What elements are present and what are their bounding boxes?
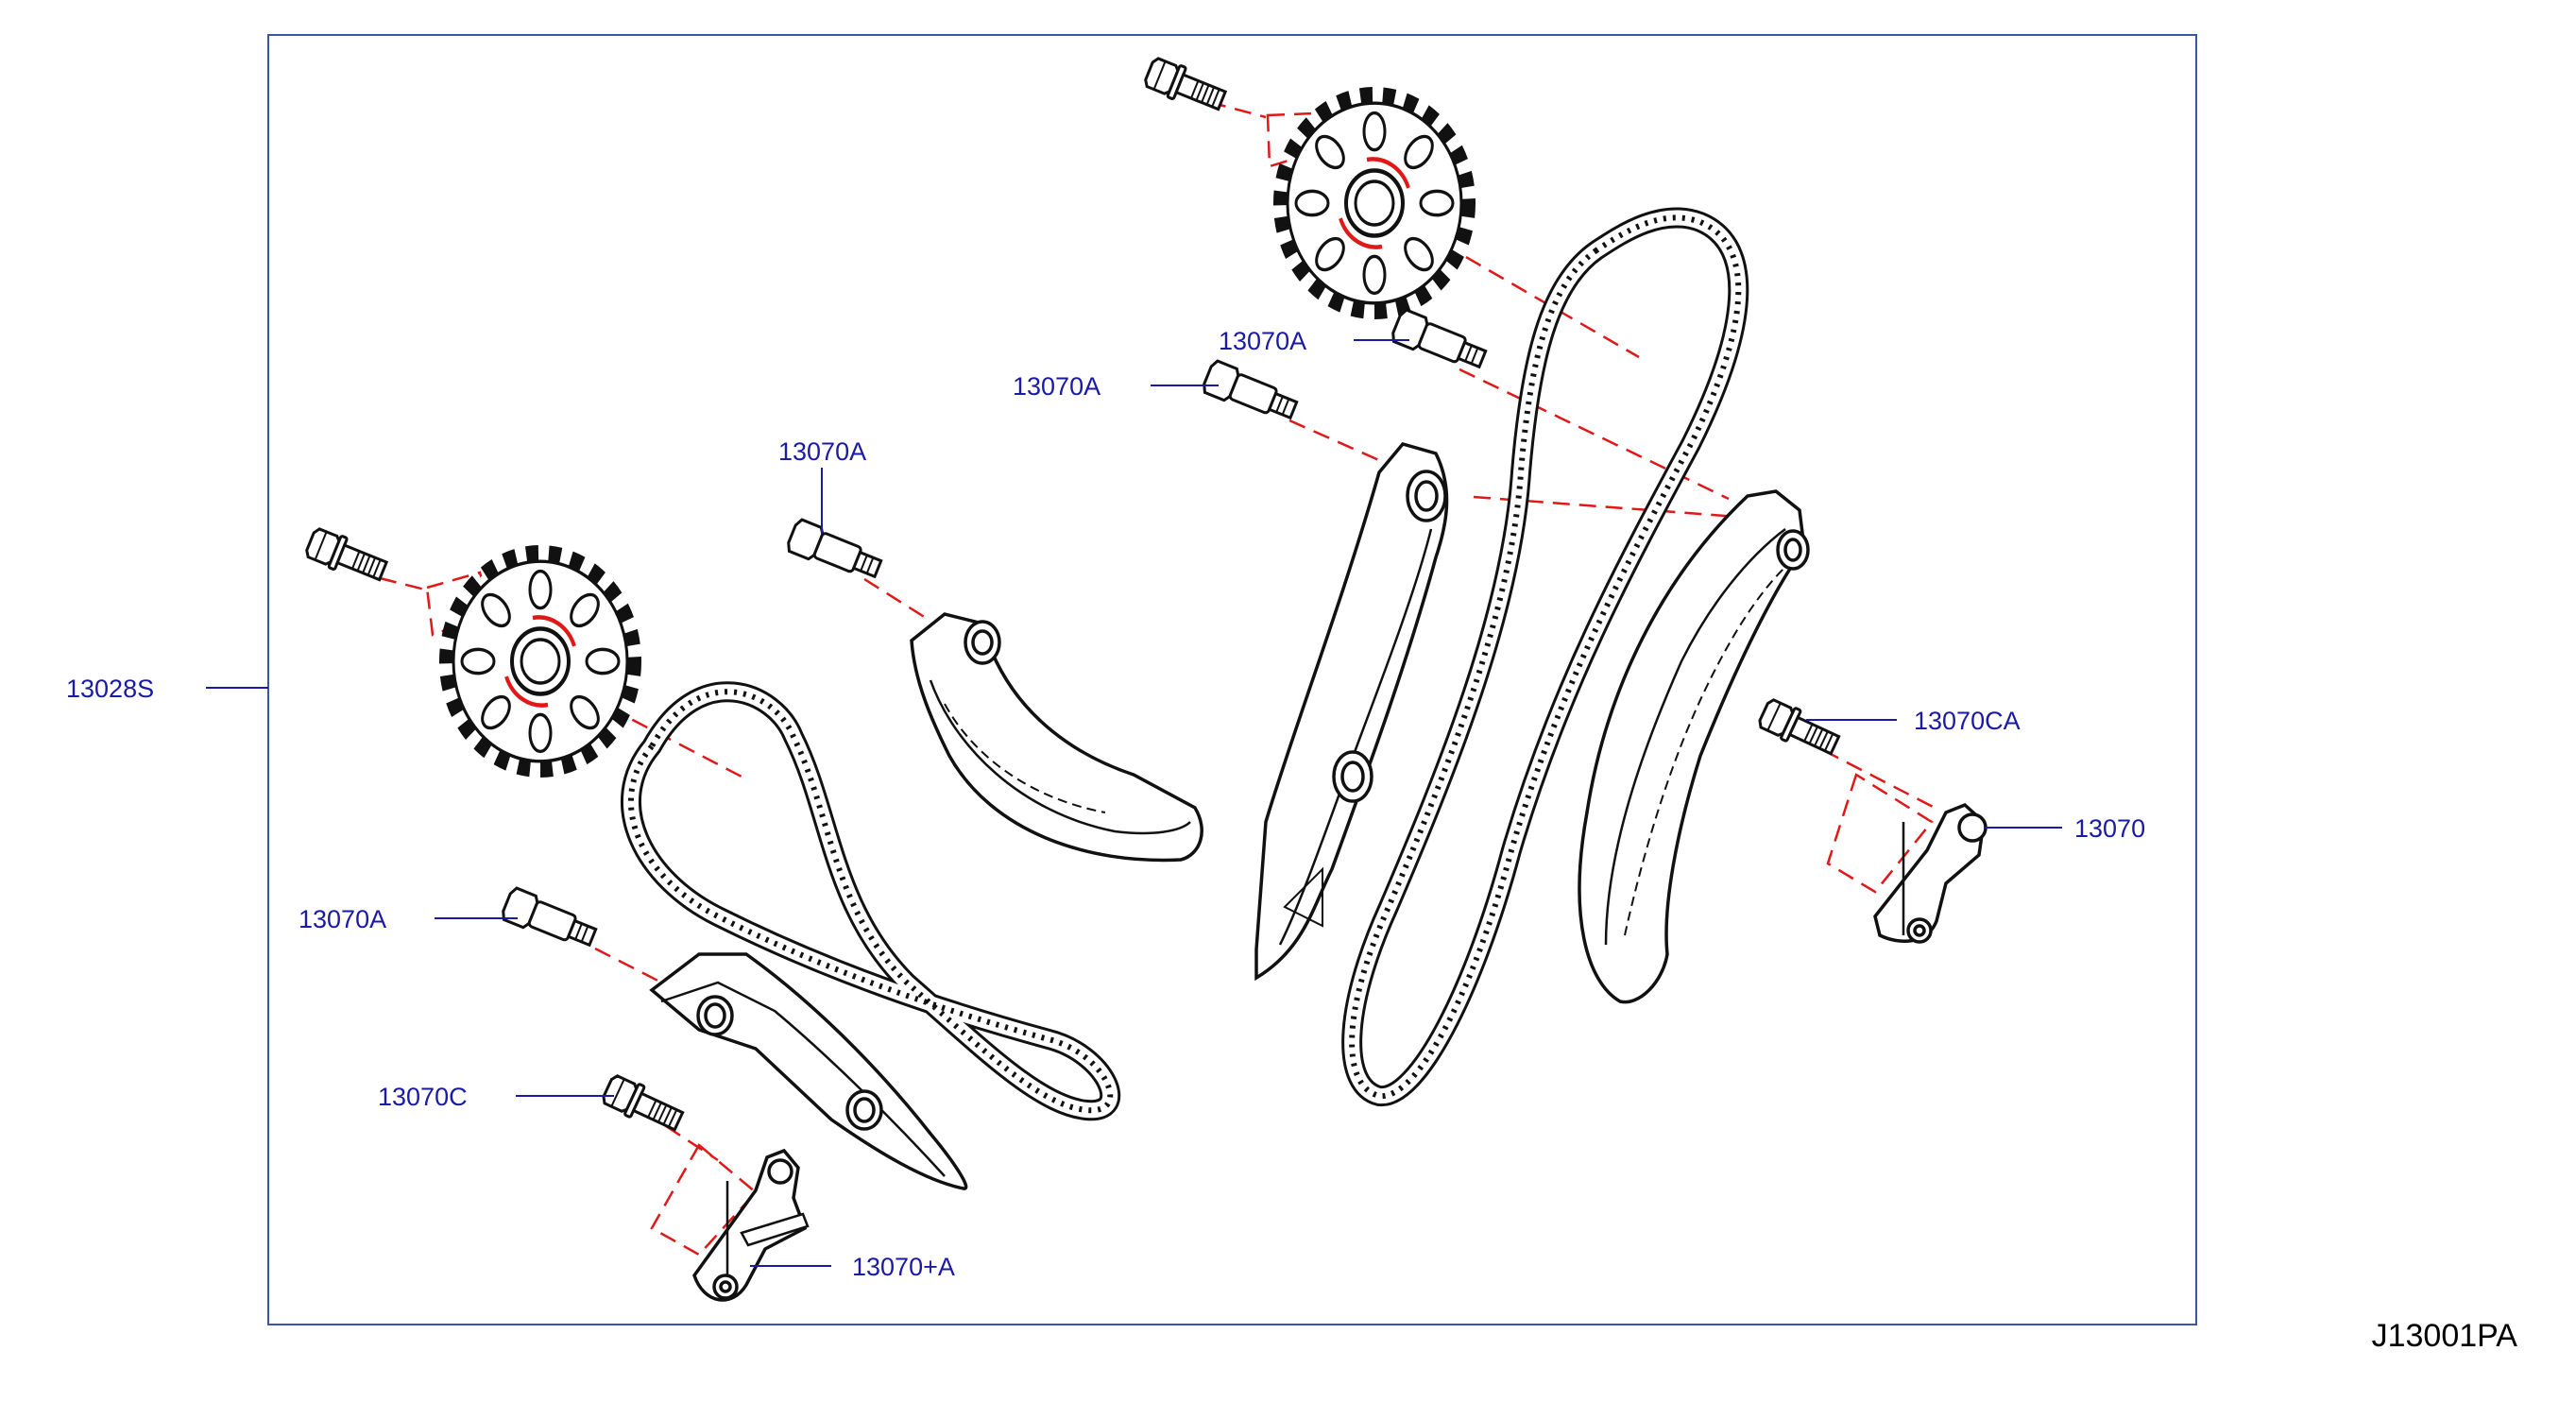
callout-guide-bolt-top-left: 13070A [1013,372,1101,401]
drawing-id: J13001PA [2371,1318,2517,1354]
primary-timing-chain [1341,207,1749,1107]
callout-13028S: 13028S [66,675,155,703]
middle-chain-guide [910,612,1203,863]
callout-guide-bolt-middle: 13070A [778,437,867,466]
upper-left-chain-guide [1254,442,1449,982]
lower-camshaft-sprocket [446,553,635,770]
guide-pin-bolt-middle [784,517,886,587]
guide-pin-bolt-lower-left [499,885,601,955]
left-chain-tensioner [692,1148,810,1302]
callout-tensioner-right: 13070 [2074,814,2146,843]
tensioner-bolt-left [599,1070,688,1138]
right-chain-tensioner [1873,802,1987,944]
upper-right-chain-guide [1578,489,1810,1004]
sprocket-bolt-upper [1141,54,1230,118]
callout-tensioner-bolt-left: 13070C [378,1083,468,1111]
secondary-timing-chain [620,681,1121,1121]
diagram-frame [267,34,2197,1325]
guide-pin-bolt-top-right [1389,307,1491,377]
sprocket-bolt-lower [302,524,391,589]
callout-tensioner-left: 13070+A [852,1253,955,1281]
callout-guide-bolt-lower-left: 13070A [299,905,387,933]
callout-leaders [206,339,2062,1267]
callout-guide-bolt-top-right: 13070A [1219,327,1307,355]
callout-tensioner-bolt-right: 13070CA [1914,707,2021,735]
upper-camshaft-sprocket [1280,94,1469,312]
guide-pin-bolt-top-left [1200,358,1302,428]
tensioner-bolt-right [1755,694,1844,762]
lower-chain-guide [649,952,968,1190]
